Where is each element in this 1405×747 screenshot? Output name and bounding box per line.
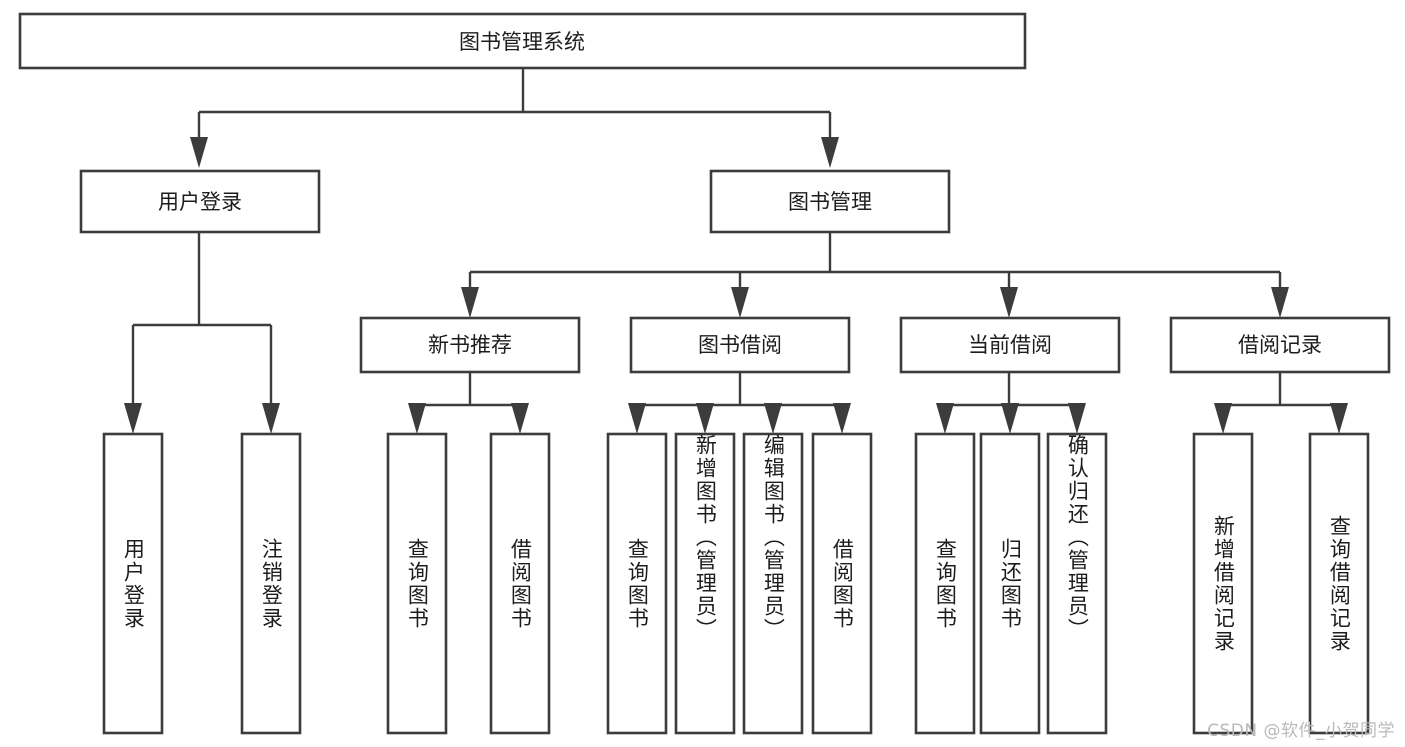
leaf-confirm-return-box[interactable] (1046, 432, 1108, 735)
connector-group-book-manage (461, 233, 1289, 318)
leaf-borrow-book-2-box[interactable] (811, 432, 873, 735)
node-current-borrow-label: 当前借阅 (968, 333, 1052, 357)
connector-group-new-book-rec (408, 372, 529, 434)
leaf-edit-book-box[interactable] (742, 432, 804, 735)
node-root[interactable]: 图书管理系统 (18, 12, 1027, 70)
node-borrow-record-label: 借阅记录 (1238, 333, 1322, 357)
node-book-manage[interactable]: 图书管理 (709, 169, 951, 234)
connector-group-root (190, 68, 839, 168)
node-current-borrow-box[interactable] (899, 316, 1121, 374)
arrow-head-leaf-borrow-book-2 (833, 403, 851, 434)
leaf-borrow-book-1-box[interactable] (489, 432, 551, 735)
node-book-manage-label: 图书管理 (788, 190, 872, 214)
arrow-head-borrow-record (1271, 287, 1289, 318)
leaf-logout-box[interactable] (240, 432, 302, 735)
leaf-query-book-1-box[interactable] (386, 432, 448, 735)
arrow-head-leaf-add-book (696, 403, 714, 434)
arrow-head-leaf-return-book (1001, 403, 1019, 434)
arrow-head-leaf-query-book-2 (628, 403, 646, 434)
node-user-login-box[interactable] (79, 169, 321, 234)
leaf-query-book-2-box[interactable] (606, 432, 668, 735)
arrow-head-new-book-rec (461, 287, 479, 318)
node-book-borrow-box[interactable] (629, 316, 851, 374)
arrow-head-leaf-logout (262, 403, 280, 434)
node-new-book-rec[interactable]: 新书推荐 (359, 316, 581, 374)
node-user-login[interactable]: 用户登录 (79, 169, 321, 234)
leaf-query-record-box[interactable] (1308, 432, 1370, 735)
node-new-book-rec-box[interactable] (359, 316, 581, 374)
leaf-return-book-box[interactable] (979, 432, 1041, 735)
node-borrow-record-box[interactable] (1169, 316, 1391, 374)
node-user-login-label: 用户登录 (158, 190, 242, 214)
arrow-head-current-borrow (1000, 287, 1018, 318)
arrow-head-leaf-query-record (1330, 403, 1348, 434)
connector-group-book-borrow (628, 372, 851, 434)
arrow-head-leaf-add-record (1214, 403, 1232, 434)
node-root-label: 图书管理系统 (459, 30, 585, 54)
leaf-user-login-box[interactable] (102, 432, 164, 735)
node-book-manage-box[interactable] (709, 169, 951, 234)
arrow-head-book-borrow (731, 287, 749, 318)
arrow-head-leaf-query-book-3 (936, 403, 954, 434)
arrow-head-leaf-query-book-1 (408, 403, 426, 434)
connector-group-user-login (124, 233, 280, 434)
arrow-head-leaf-borrow-book-1 (511, 403, 529, 434)
node-book-borrow[interactable]: 图书借阅 (629, 316, 851, 374)
arrow-head-leaf-edit-book (764, 403, 782, 434)
connector-group-current-borrow (936, 372, 1086, 434)
node-borrow-record[interactable]: 借阅记录 (1169, 316, 1391, 374)
node-root-box[interactable] (18, 12, 1027, 70)
arrow-head-root-book-manage (821, 137, 839, 168)
arrow-head-root-user-login (190, 137, 208, 168)
leaf-query-book-3-box[interactable] (914, 432, 976, 735)
node-new-book-rec-label: 新书推荐 (428, 333, 512, 357)
leaf-add-record-box[interactable] (1192, 432, 1254, 735)
leaf-add-book-box[interactable] (674, 432, 736, 735)
watermark-text: CSDN @软件_小贺同学 (1207, 721, 1395, 741)
connector-group-borrow-record (1214, 372, 1348, 434)
arrow-head-leaf-confirm-return (1068, 403, 1086, 434)
node-current-borrow[interactable]: 当前借阅 (899, 316, 1121, 374)
arrow-head-leaf-user-login (124, 403, 142, 434)
leaf-boxes (102, 432, 1370, 735)
node-book-borrow-label: 图书借阅 (698, 333, 782, 357)
